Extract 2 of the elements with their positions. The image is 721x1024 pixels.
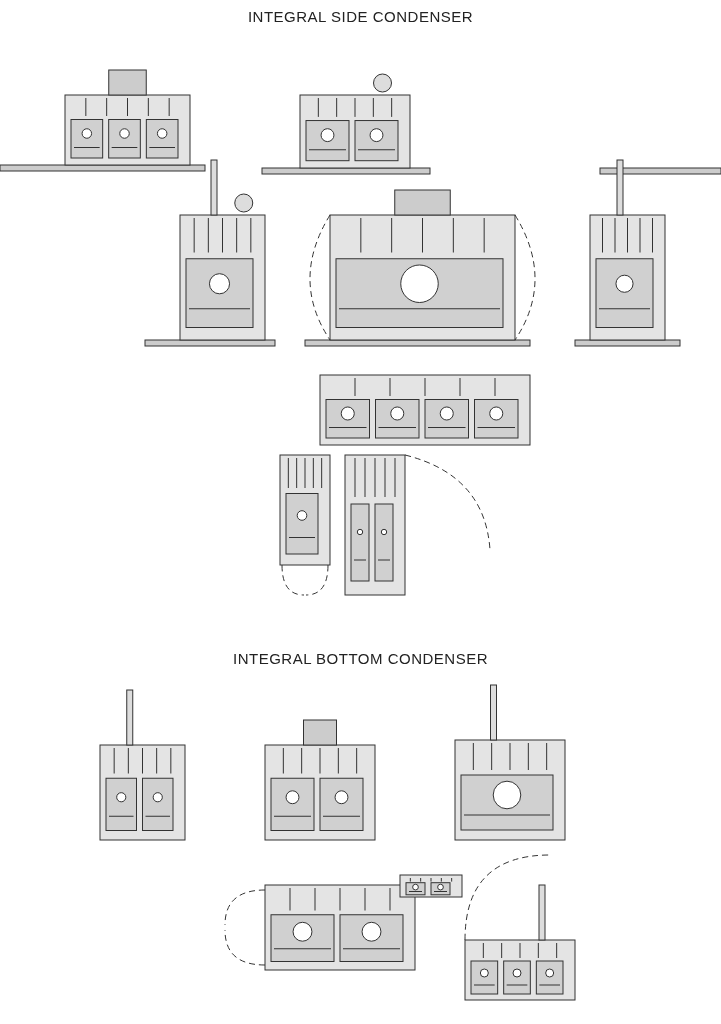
section-heading: INTEGRAL BOTTOM CONDENSER [232, 650, 489, 667]
section-heading: INTEGRAL SIDE CONDENSER [246, 8, 475, 25]
